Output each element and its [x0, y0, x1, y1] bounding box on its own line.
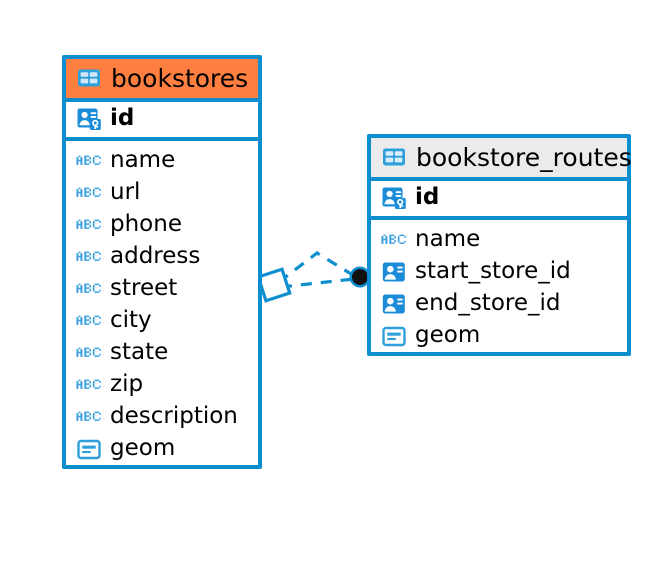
field-label: state — [110, 339, 169, 366]
field-label: address — [110, 243, 201, 270]
abc-text-icon — [76, 276, 102, 302]
abc-text-icon — [76, 404, 102, 430]
entity-bookstores[interactable]: bookstores id — [62, 55, 262, 469]
abc-text-icon — [76, 212, 102, 238]
field-label: street — [110, 275, 178, 302]
field-list-bookstores: id — [66, 102, 258, 465]
field-row-phone[interactable]: phone — [66, 209, 258, 241]
field-label: phone — [110, 211, 182, 238]
field-row-id[interactable]: id — [371, 181, 627, 220]
primary-key-icon — [76, 106, 102, 132]
field-row-url[interactable]: url — [66, 177, 258, 209]
field-row-id[interactable]: id — [66, 102, 258, 141]
field-label: id — [415, 184, 440, 211]
field-row-name[interactable]: name — [371, 220, 627, 256]
abc-text-icon — [76, 244, 102, 270]
field-label: description — [110, 403, 238, 430]
abc-text-icon — [381, 227, 407, 253]
primary-key-icon — [381, 185, 407, 211]
field-row-zip[interactable]: zip — [66, 369, 258, 401]
field-label: url — [110, 179, 141, 206]
field-label: name — [415, 226, 481, 253]
field-label: city — [110, 307, 152, 334]
table-icon — [381, 144, 407, 170]
field-row-description[interactable]: description — [66, 401, 258, 433]
abc-text-icon — [76, 148, 102, 174]
relationship-line-start-store — [278, 251, 357, 284]
entity-bookstore-routes[interactable]: bookstore_routes — [367, 134, 632, 356]
field-row-start-store-id[interactable]: start_store_id — [371, 256, 627, 288]
field-label: end_store_id — [415, 290, 561, 317]
abc-text-icon — [76, 180, 102, 206]
field-label: start_store_id — [415, 258, 571, 285]
entity-title: bookstores — [111, 63, 249, 93]
abc-text-icon — [76, 308, 102, 334]
field-row-name[interactable]: name — [66, 141, 258, 177]
field-row-address[interactable]: address — [66, 241, 258, 273]
abc-text-icon — [76, 340, 102, 366]
relationship-line-end-store — [280, 277, 355, 289]
field-label: id — [110, 105, 135, 132]
field-label: zip — [110, 371, 144, 398]
field-row-city[interactable]: city — [66, 305, 258, 337]
field-row-state[interactable]: state — [66, 337, 258, 369]
field-row-geom[interactable]: geom — [371, 320, 627, 352]
geometry-icon — [381, 323, 407, 349]
field-label: geom — [415, 322, 481, 349]
field-row-geom[interactable]: geom — [66, 433, 258, 465]
relationship-diamond-icon — [256, 267, 292, 303]
abc-text-icon — [76, 372, 102, 398]
entity-title: bookstore_routes — [416, 142, 632, 172]
field-row-street[interactable]: street — [66, 273, 258, 305]
foreign-key-icon — [381, 291, 407, 317]
entity-header-bookstore-routes[interactable]: bookstore_routes — [371, 138, 632, 181]
field-list-bookstore-routes: id name — [371, 181, 627, 352]
table-icon — [76, 65, 102, 91]
field-label: geom — [110, 435, 176, 462]
field-row-end-store-id[interactable]: end_store_id — [371, 288, 627, 320]
foreign-key-icon — [381, 259, 407, 285]
entity-header-bookstores[interactable]: bookstores — [66, 59, 258, 102]
field-label: name — [110, 147, 176, 174]
geometry-icon — [76, 436, 102, 462]
